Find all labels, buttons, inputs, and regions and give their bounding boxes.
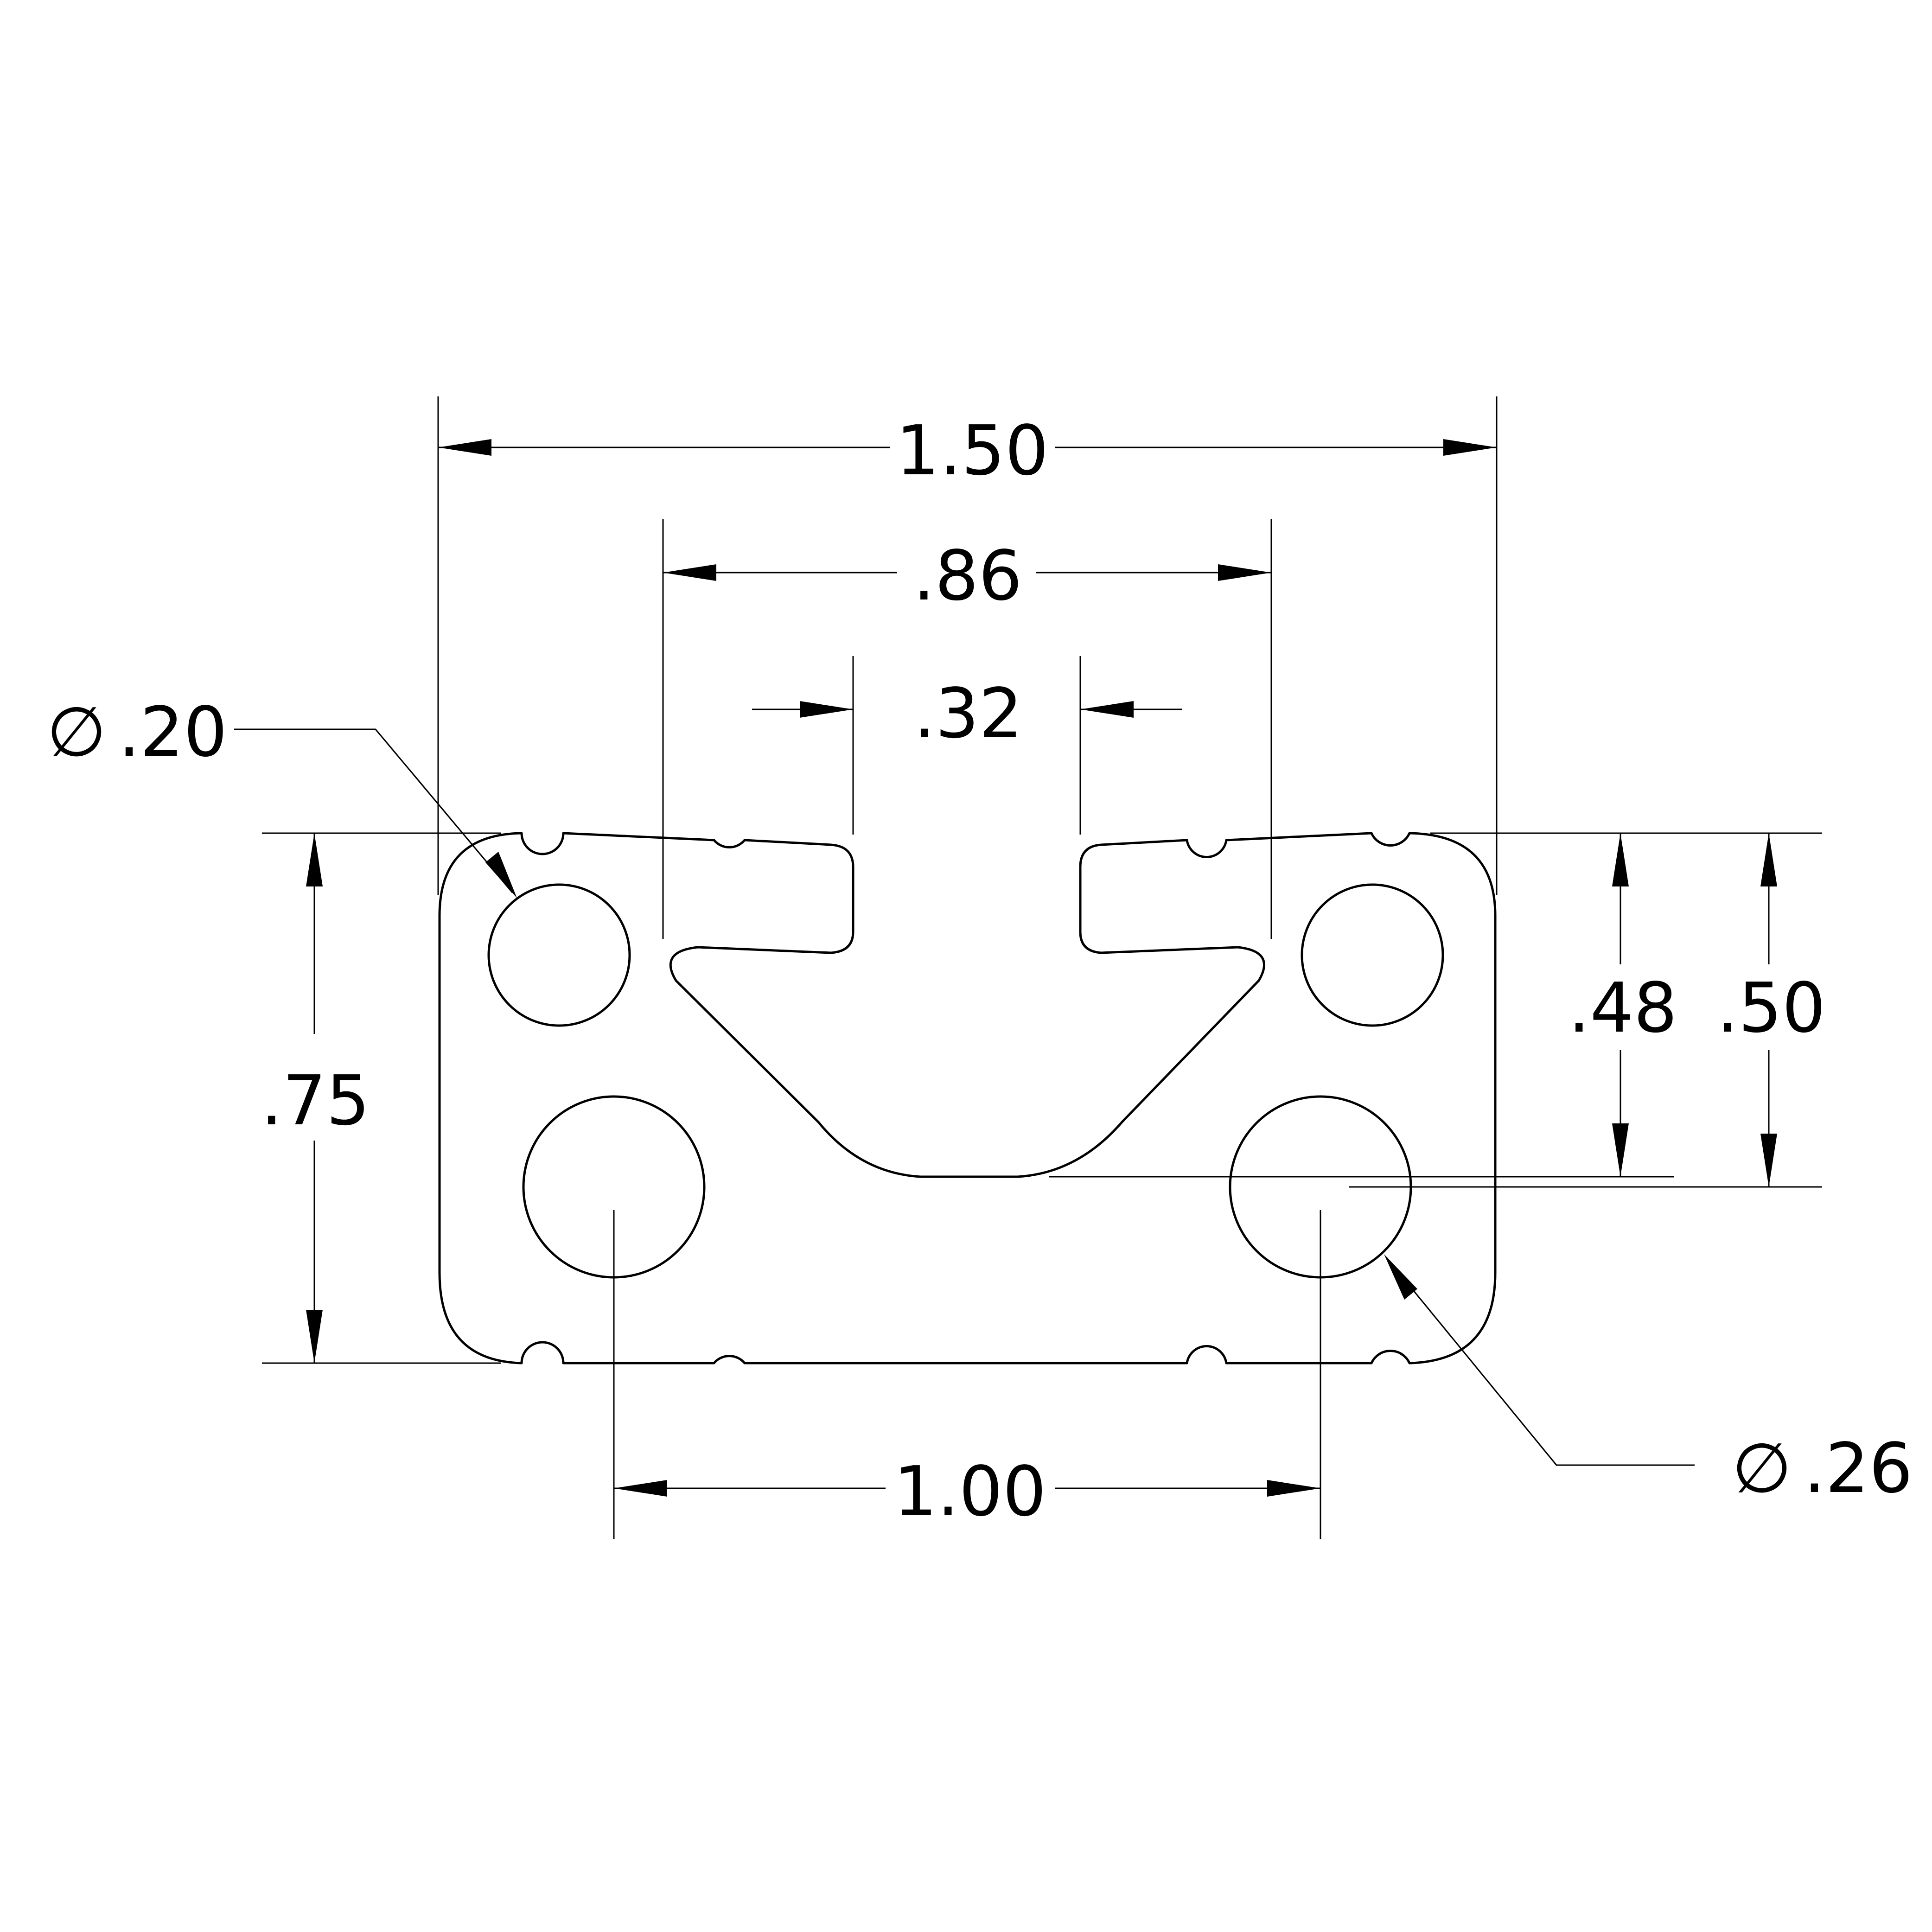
diameter-symbol-large: ∅ [1732, 1428, 1792, 1508]
slot-depth-a-label: .48 [1568, 968, 1677, 1048]
dimension-slot-opening: .32 [752, 674, 1182, 753]
leader-large-hole: ∅ .26 [1384, 1254, 1913, 1508]
profile-outline [438, 832, 1497, 1365]
dimension-slot-depth-b: .50 [1716, 833, 1826, 1187]
diameter-symbol-small: ∅ [47, 692, 107, 772]
leader-small-hole: ∅ .20 [47, 692, 517, 898]
dimension-hole-spacing: 1.00 [614, 1452, 1320, 1531]
dimension-overall-height: .75 [261, 833, 370, 1363]
small-hole-right [1301, 883, 1444, 1027]
overall-width-label: 1.50 [896, 411, 1049, 491]
small-hole-left [487, 883, 631, 1027]
slot-depth-b-label: .50 [1716, 968, 1825, 1048]
dimension-slot-outer-width: .86 [663, 536, 1271, 616]
large-hole-diameter-label: .26 [1804, 1428, 1913, 1508]
slot-opening-label: .32 [913, 674, 1022, 753]
hole-spacing-label: 1.00 [893, 1452, 1046, 1531]
overall-height-label: .75 [261, 1061, 370, 1141]
small-hole-diameter-label: .20 [118, 692, 227, 772]
extension-lines [262, 396, 1822, 1539]
slot-outer-width-label: .86 [913, 536, 1022, 616]
dimension-slot-depth-a: .48 [1568, 833, 1677, 1177]
dimension-overall-width: 1.50 [438, 411, 1497, 491]
